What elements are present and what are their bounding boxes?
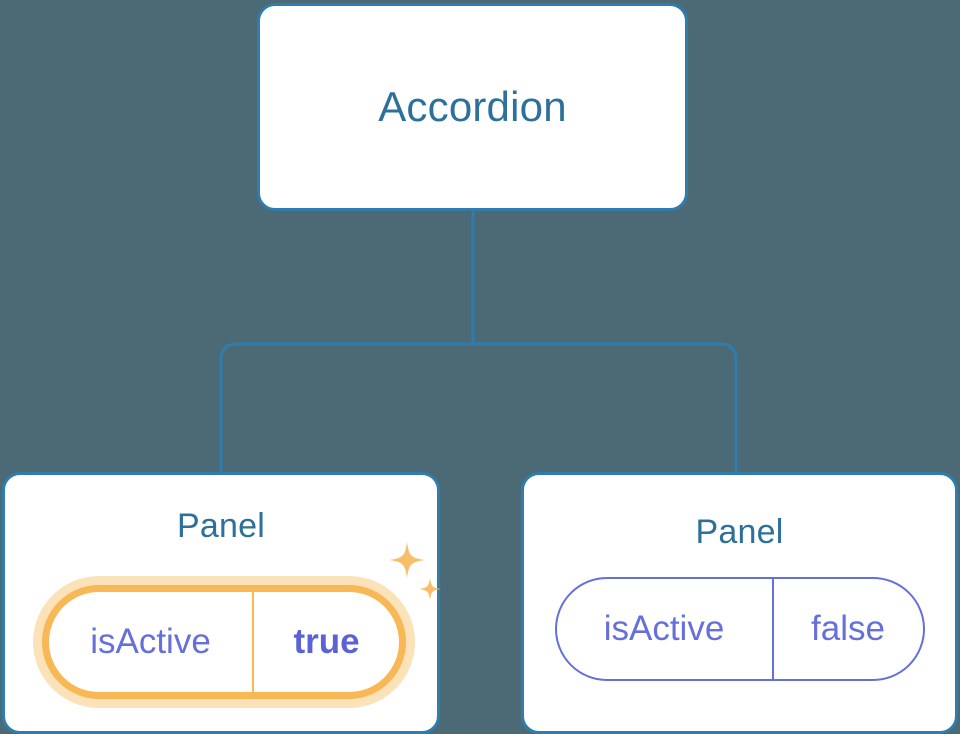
node-panel-inactive[interactable]: Panel isActive false [521,472,958,734]
node-accordion[interactable]: Accordion [257,3,688,211]
prop-pill-inactive[interactable]: isActive false [554,577,925,681]
prop-key-isactive-false: isActive [557,579,774,679]
prop-value-false: false [811,609,885,648]
prop-pill-active-wrapper[interactable]: isActive true [33,576,415,708]
node-panel-active-label: Panel [177,507,265,545]
prop-key-isactive-true: isActive [49,592,254,692]
node-panel-inactive-label: Panel [695,513,784,551]
prop-pill-inactive-wrapper[interactable]: isActive false [554,577,925,681]
node-accordion-label: Accordion [378,83,567,130]
prop-value-true: true [293,622,360,661]
prop-pill-active[interactable]: isActive true [42,585,406,699]
